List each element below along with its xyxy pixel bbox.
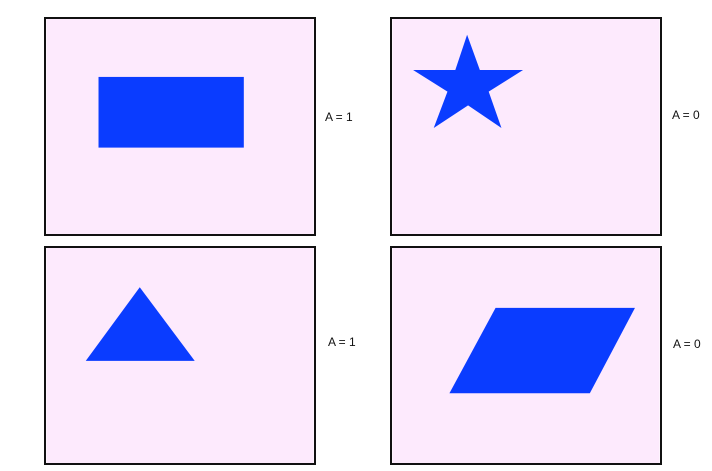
triangle-panel-canvas xyxy=(46,248,314,463)
triangle-panel xyxy=(44,246,316,465)
star-panel-canvas xyxy=(392,19,660,234)
parallelogram-panel xyxy=(390,246,662,465)
triangle-label: A = 1 xyxy=(328,335,356,349)
parallelogram-shape xyxy=(449,307,635,394)
rectangle-panel xyxy=(44,17,316,236)
rectangle-shape xyxy=(98,76,244,148)
triangle-shape xyxy=(85,287,195,361)
parallelogram-label: A = 0 xyxy=(673,337,701,351)
rectangle-panel-canvas xyxy=(46,19,314,234)
rectangle-label: A = 1 xyxy=(325,110,353,124)
star-label: A = 0 xyxy=(672,108,700,122)
star-panel-background xyxy=(392,19,660,234)
parallelogram-panel-canvas xyxy=(392,248,660,463)
star-shape xyxy=(413,34,524,128)
star-panel xyxy=(390,17,662,236)
